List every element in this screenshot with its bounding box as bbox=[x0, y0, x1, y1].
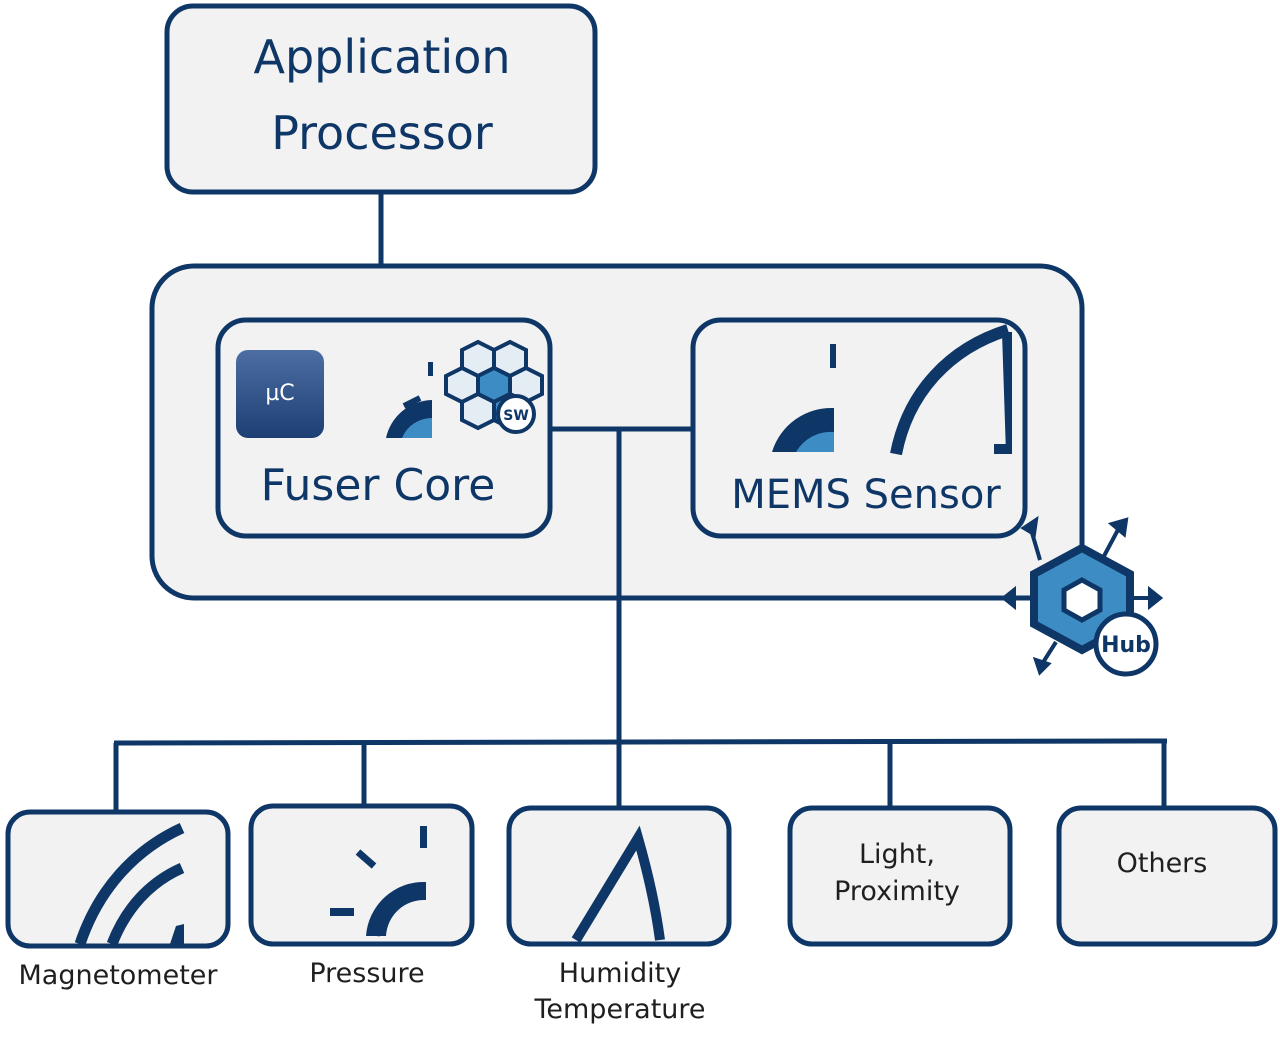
humidity-caption: Humidity bbox=[559, 958, 681, 989]
application-processor-label-line1: Application bbox=[253, 30, 510, 84]
proximity-label: Proximity bbox=[834, 876, 960, 907]
hub-badge-label: Hub bbox=[1101, 633, 1151, 658]
application-processor-block: Application Processor bbox=[164, 3, 598, 195]
fuser-core-block: µC SW Fuser Core bbox=[215, 317, 553, 539]
others-label: Others bbox=[1117, 848, 1208, 879]
mems-sensor-block: MEMS Sensor bbox=[690, 317, 1028, 539]
hub-badge-icon: Hub bbox=[1000, 515, 1164, 677]
light-proximity-block: Light, Proximity bbox=[787, 805, 1013, 947]
humidity-temperature-block: Humidity Temperature bbox=[506, 805, 732, 1025]
others-box bbox=[1056, 805, 1278, 947]
microcontroller-chip-icon: µC bbox=[236, 350, 324, 438]
magnetometer-arc-icon bbox=[74, 823, 185, 947]
humidity-peak-icon bbox=[571, 825, 665, 943]
magnetometer-caption: Magnetometer bbox=[18, 960, 218, 991]
microcontroller-chip-label: µC bbox=[265, 381, 294, 406]
light-label: Light, bbox=[859, 839, 935, 870]
pressure-box bbox=[248, 803, 475, 947]
gauge-fragment-icon bbox=[386, 362, 433, 438]
software-badge-label: SW bbox=[503, 408, 529, 424]
pressure-caption: Pressure bbox=[309, 958, 424, 989]
fuser-core-label: Fuser Core bbox=[261, 460, 496, 511]
temperature-caption: Temperature bbox=[533, 994, 705, 1025]
software-cubes-icon: SW bbox=[444, 339, 544, 434]
pressure-gauge-icon bbox=[330, 826, 427, 937]
others-block: Others bbox=[1056, 805, 1278, 947]
application-processor-label-line2: Processor bbox=[271, 106, 493, 160]
pressure-block: Pressure bbox=[248, 803, 475, 989]
light-proximity-box bbox=[787, 805, 1013, 947]
mems-arc-icon bbox=[890, 324, 1012, 456]
mems-gauge-icon bbox=[772, 344, 836, 452]
magnetometer-block: Magnetometer bbox=[5, 809, 231, 991]
mems-sensor-label: MEMS Sensor bbox=[731, 472, 1001, 518]
sensor-bus-line bbox=[113, 738, 1168, 746]
